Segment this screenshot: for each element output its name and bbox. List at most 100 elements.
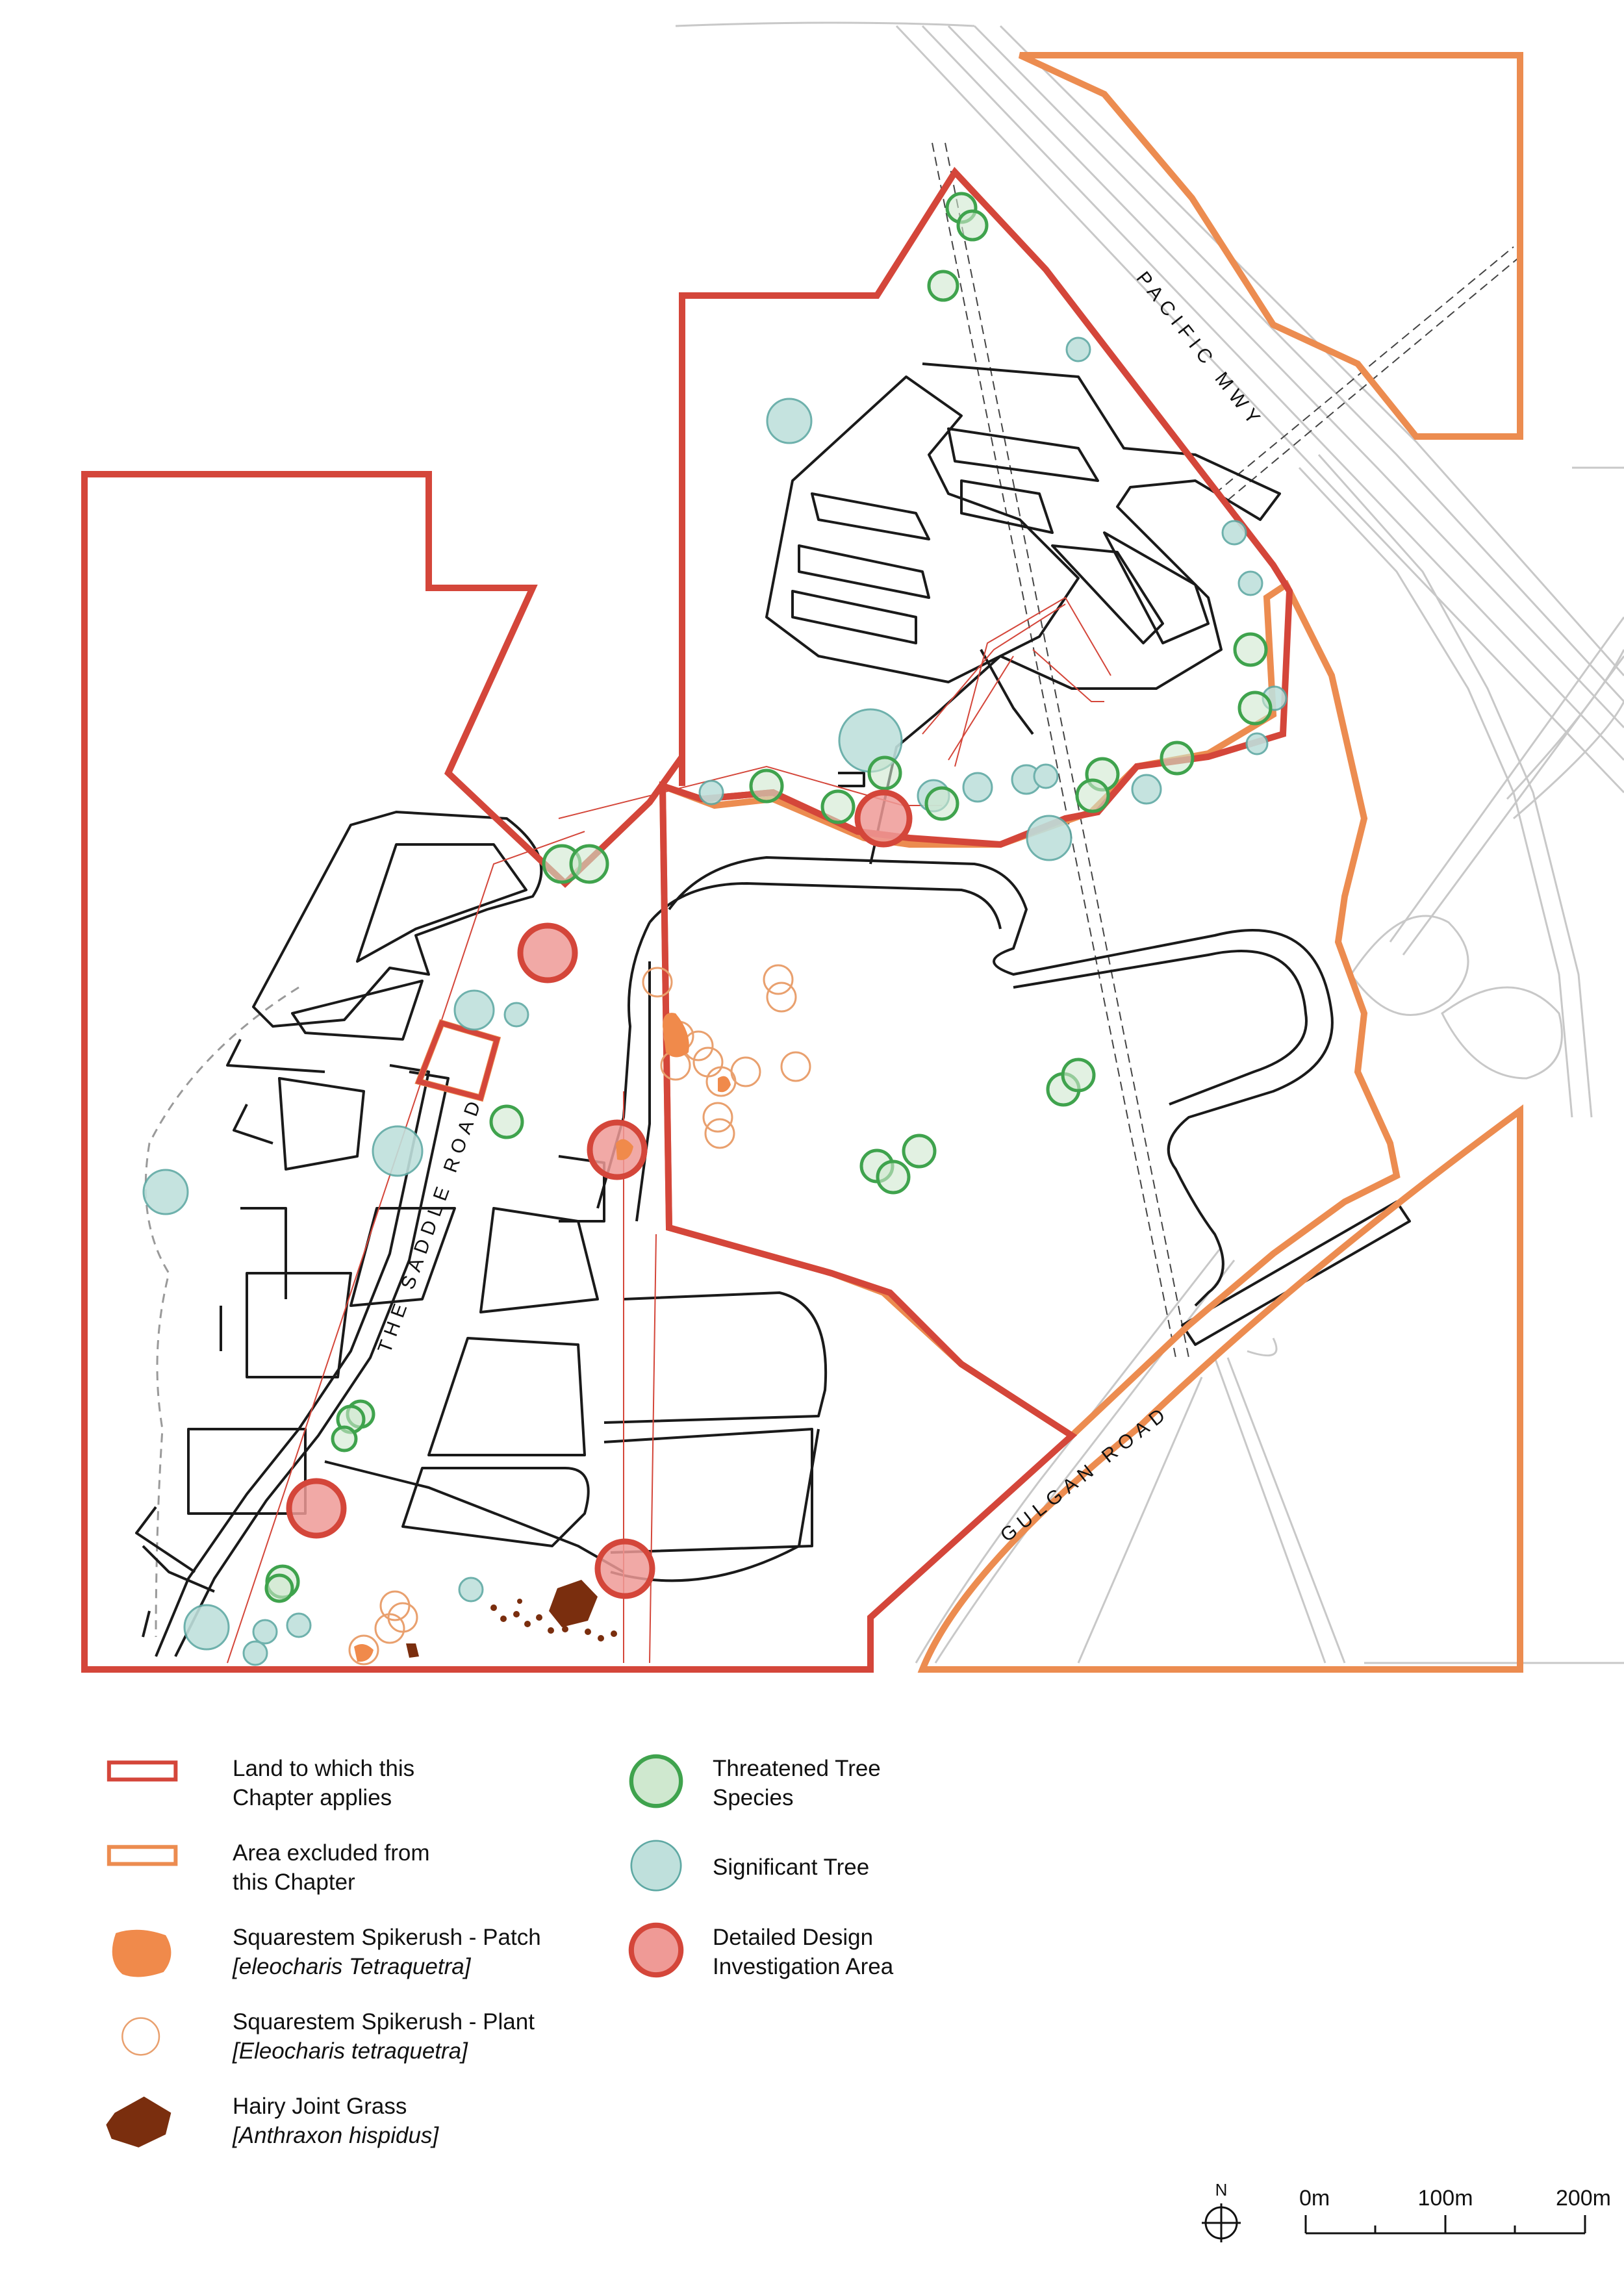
scale-bar: N 0m 100m 200m <box>1202 2180 1611 2242</box>
hairy-joint-grass-plant <box>611 1630 617 1637</box>
spikerush-plant <box>730 1056 761 1087</box>
hairy-joint-grass-plant <box>500 1616 507 1622</box>
hairy-joint-grass-plant <box>598 1635 604 1642</box>
threatened-tree <box>956 209 989 242</box>
legend-spikerush-patch: Squarestem Spikerush - Patch [eleocharis… <box>84 1923 669 2001</box>
threatened-trees <box>264 192 1273 1603</box>
spikerush-plant <box>704 1118 735 1149</box>
legend-swatch-spikerush-patch <box>112 1929 171 1977</box>
legend-swatch-spikerush-plant <box>121 2017 160 2056</box>
legend-swatch-threatened-tree <box>629 1754 683 1808</box>
spikerush-plant <box>766 982 797 1013</box>
significant-tree <box>242 1640 268 1666</box>
significant-tree <box>1033 763 1059 789</box>
spikerush-plant <box>374 1613 405 1644</box>
north-arrow-icon: N <box>1202 2180 1241 2242</box>
threatened-tree <box>924 786 959 821</box>
hairy-joint-grass-plant <box>548 1627 554 1634</box>
legend-label-spikerush-plant: Squarestem Spikerush - Plant [Eleocharis… <box>233 2009 535 2064</box>
scale-ruler <box>1304 2215 1586 2235</box>
significant-tree <box>372 1125 424 1177</box>
significant-tree <box>1131 774 1162 805</box>
spikerush-plant <box>702 1102 733 1133</box>
significant-tree <box>252 1619 278 1645</box>
legend-significant-tree: Significant Tree <box>624 1838 1143 1916</box>
map-legend: Land to which this Chapter applies Area … <box>0 1702 1624 2282</box>
significant-trees <box>142 336 1288 1666</box>
spikerush-patch <box>718 1076 731 1093</box>
significant-tree <box>458 1577 484 1603</box>
hairy-joint-grass-plant <box>524 1621 531 1627</box>
legend-excluded-area: Area excluded from this Chapter <box>84 1838 669 1916</box>
spikerush-plant <box>692 1046 724 1078</box>
legend-swatch-hairy-joint-grass <box>106 2096 171 2148</box>
spikerush-patch <box>616 1139 633 1160</box>
hairy-joint-grass-plant <box>536 1614 542 1621</box>
legend-label-excluded-area: Area excluded from this Chapter <box>233 1840 430 1895</box>
threatened-tree <box>264 1573 294 1603</box>
threatened-tree <box>569 844 609 884</box>
legend-swatch-chapter-land <box>107 1760 178 1782</box>
spikerush-plants <box>348 964 811 1666</box>
threatened-tree <box>876 1160 911 1195</box>
threatened-tree <box>1075 778 1110 813</box>
spikerush-plant <box>642 967 673 998</box>
significant-tree <box>766 398 813 444</box>
threatened-tree <box>927 270 959 302</box>
significant-tree <box>1026 815 1072 861</box>
threatened-tree <box>902 1134 937 1169</box>
legend-threatened-tree: Threatened Tree Species <box>624 1754 1143 1832</box>
design-investigation-area <box>286 1478 347 1539</box>
legend-chapter-land: Land to which this Chapter applies <box>84 1754 669 1832</box>
legend-swatch-design-investigation-area <box>628 1922 684 1978</box>
scale-tick-100m: 100m <box>1417 2186 1473 2211</box>
local-roads <box>135 362 1411 1657</box>
significant-tree <box>503 1002 529 1028</box>
design-investigation-area <box>594 1538 655 1599</box>
spikerush-patch <box>354 1644 374 1662</box>
significant-tree <box>453 989 495 1031</box>
site-map: PACIFIC MWY THE SADDLE ROAD GULGAN ROAD <box>81 21 1624 1673</box>
threatened-tree <box>331 1425 358 1452</box>
threatened-tree <box>489 1104 524 1139</box>
design-investigation-area <box>854 789 913 848</box>
spikerush-plant <box>763 964 794 995</box>
legend-label-threatened-tree: Threatened Tree Species <box>713 1756 881 1810</box>
hairy-joint-grass-plant <box>562 1626 568 1632</box>
spikerush-plant <box>348 1634 379 1666</box>
significant-tree <box>286 1612 312 1638</box>
excluded-area-northeast <box>1018 52 1523 440</box>
significant-tree <box>1065 336 1091 362</box>
spikerush-patch <box>663 1013 689 1058</box>
hairy-joint-grass-plant <box>585 1629 591 1635</box>
threatened-tree <box>749 768 784 804</box>
significant-tree <box>962 772 993 803</box>
hairy-joint-grass-patch <box>406 1643 419 1658</box>
threatened-tree <box>1160 741 1195 776</box>
threatened-tree <box>1237 691 1273 726</box>
context-roads <box>675 21 1624 1664</box>
significant-tree <box>1221 520 1247 546</box>
hairy-joint-grass-plant <box>517 1599 522 1604</box>
threatened-tree <box>867 755 902 791</box>
legend-label-design-investigation-area: Detailed Design Investigation Area <box>713 1925 894 1979</box>
legend-hairy-joint-grass: Hairy Joint Grass [Anthraxon hispidus] <box>84 2092 669 2170</box>
hairy-joint-grass-patch <box>549 1580 598 1627</box>
threatened-tree <box>1233 632 1268 667</box>
excluded-area-southeast <box>917 1104 1523 1673</box>
north-label: N <box>1215 2180 1228 2200</box>
legend-label-chapter-land: Land to which this Chapter applies <box>233 1756 415 1810</box>
significant-tree <box>1237 570 1263 596</box>
threatened-tree <box>1061 1058 1096 1093</box>
hairy-joint-grass-plant <box>513 1611 520 1617</box>
design-investigation-areas <box>286 789 913 1599</box>
scale-tick-200m: 200m <box>1556 2186 1611 2211</box>
legend-swatch-significant-tree <box>630 1840 682 1892</box>
significant-tree <box>183 1604 230 1651</box>
hairy-joint-grass <box>406 1580 617 1658</box>
legend-spikerush-plant: Squarestem Spikerush - Plant [Eleocharis… <box>84 2007 669 2085</box>
design-investigation-area <box>517 922 578 983</box>
spikerush-plant <box>780 1051 811 1082</box>
significant-tree <box>142 1169 189 1215</box>
significant-tree <box>698 780 724 805</box>
